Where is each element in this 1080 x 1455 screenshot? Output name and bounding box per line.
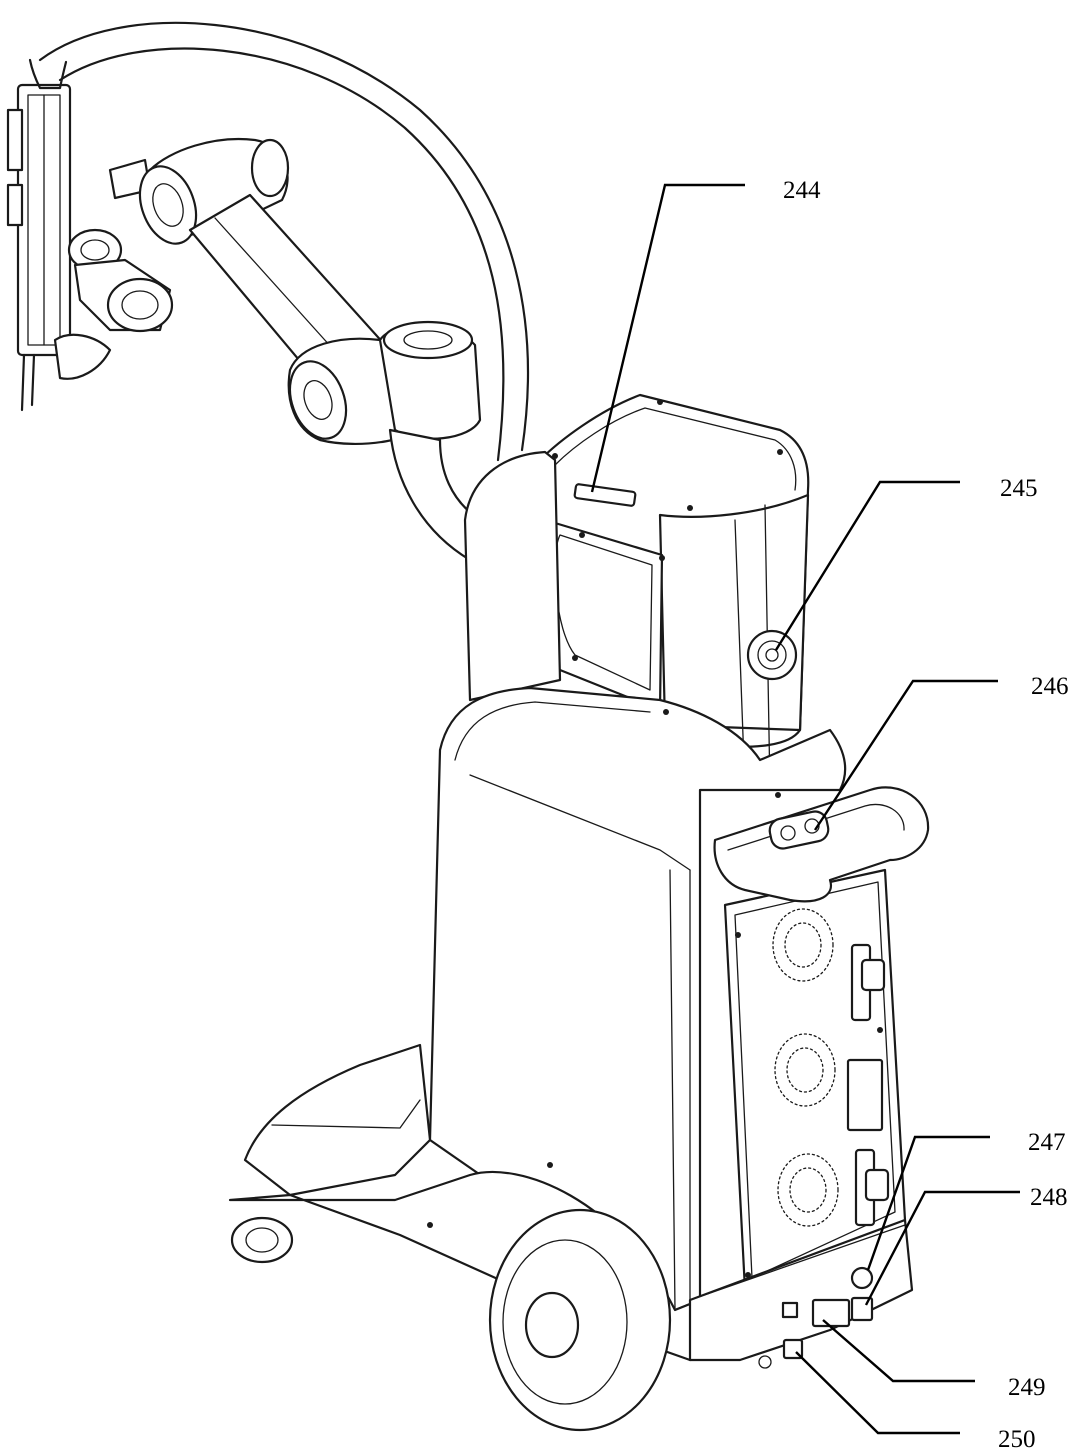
cable-hose bbox=[38, 21, 530, 462]
leader-246 bbox=[813, 679, 998, 831]
leader-249 bbox=[822, 1319, 975, 1383]
leader-248 bbox=[864, 1190, 1020, 1306]
fastener-dots bbox=[427, 399, 883, 1278]
callout-248: 248 bbox=[1030, 1184, 1068, 1211]
callout-249: 249 bbox=[1008, 1374, 1046, 1401]
callout-247: 247 bbox=[1028, 1129, 1066, 1156]
callout-244: 244 bbox=[783, 177, 821, 204]
robot-arm bbox=[67, 138, 482, 562]
end-effector-tool bbox=[6, 58, 112, 412]
leader-247 bbox=[866, 1135, 990, 1271]
main-column bbox=[428, 450, 847, 1312]
callout-250: 250 bbox=[998, 1426, 1036, 1453]
base-chassis bbox=[228, 1043, 914, 1432]
leader-250 bbox=[795, 1351, 960, 1435]
callout-245: 245 bbox=[1000, 475, 1038, 502]
rear-panel bbox=[723, 868, 907, 1292]
leader-245 bbox=[774, 480, 960, 651]
leader-244 bbox=[590, 183, 745, 493]
rear-handle bbox=[713, 786, 930, 903]
callout-246: 246 bbox=[1031, 673, 1069, 700]
leader-lines bbox=[590, 183, 1020, 1435]
